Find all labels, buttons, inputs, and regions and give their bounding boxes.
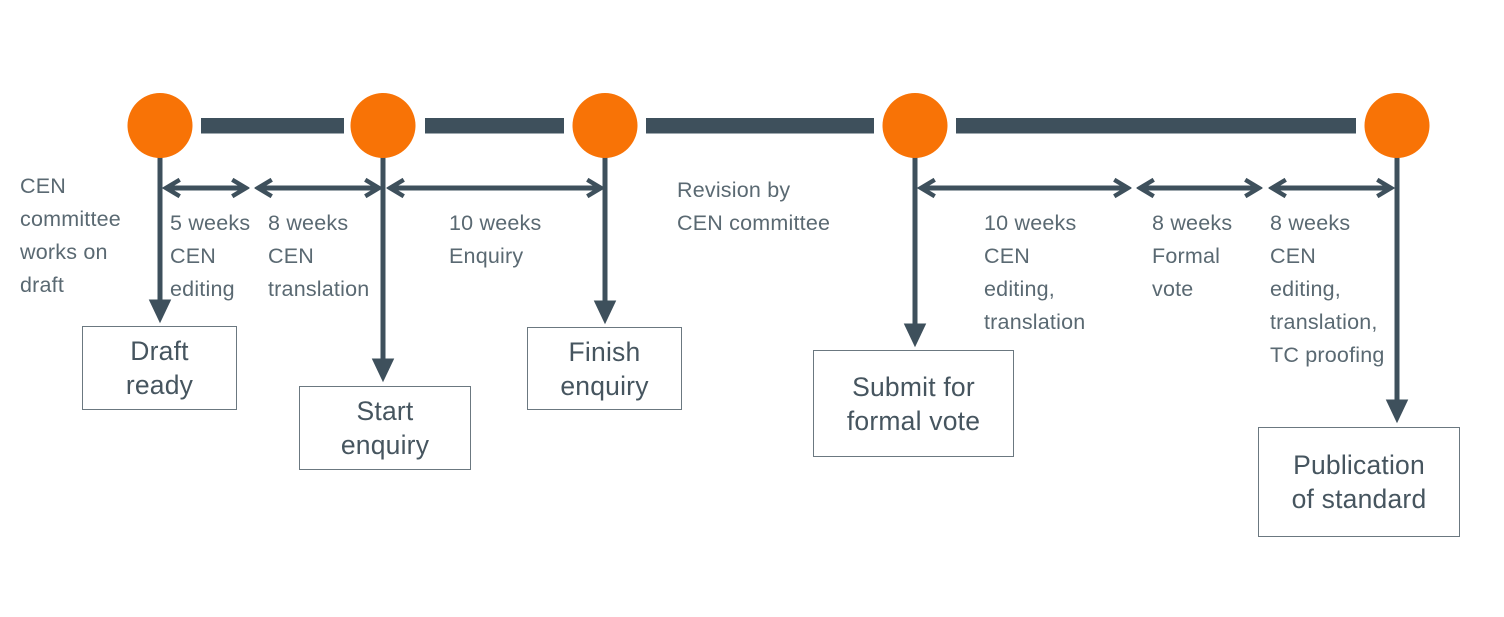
timeline-bar-4 [956,118,1356,134]
timeline-node-start-enquiry [350,93,416,158]
timeline-node-publication [1364,93,1430,158]
timeline-node-submit-formal-vote [882,93,948,158]
timeline-bar-1 [201,118,344,134]
timeline-node-draft-ready [127,93,193,158]
duration-label-formal-vote: 8 weeks Formal vote [1152,211,1233,301]
duration-label-cen-translation: 8 weeks CEN translation [268,211,370,301]
milestone-box-finish-enquiry: Finish enquiry [527,327,682,410]
duration-label-cen-editing: 5 weeks CEN editing [170,211,251,301]
timeline-node-finish-enquiry [572,93,638,158]
milestone-box-publication-of-standard: Publication of standard [1258,427,1460,537]
note-cen-committee-works-on-draft: CEN committee works on draft [20,174,121,297]
duration-label-enquiry: 10 weeks Enquiry [449,211,542,268]
duration-label-tc-proofing: 8 weeks CEN editing, translation, TC pro… [1270,211,1385,367]
timeline-bar-2 [425,118,564,134]
note-revision-by-cen-committee: Revision by CEN committee [677,178,831,235]
timeline-bar-3 [646,118,874,134]
milestone-box-draft-ready: Draft ready [82,326,237,410]
milestone-box-start-enquiry: Start enquiry [299,386,471,470]
milestone-box-submit-formal-vote: Submit for formal vote [813,350,1014,457]
duration-label-cen-editing-translation: 10 weeks CEN editing, translation [984,211,1086,334]
